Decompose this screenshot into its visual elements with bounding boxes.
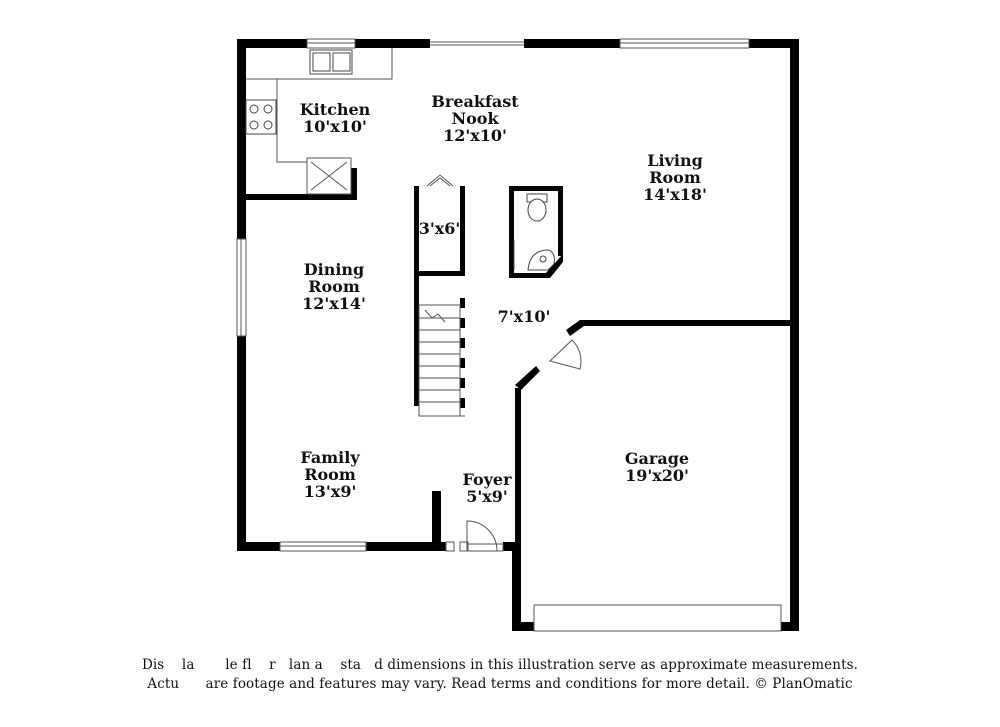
- breakfast-nook-name-1: Breakfast: [431, 92, 519, 111]
- hall-dims: 7'x10': [497, 307, 551, 326]
- family-room-name-1: Family: [300, 448, 360, 467]
- windows: [236, 38, 782, 632]
- breakfast-nook-label: Breakfast Nook 12'x10': [420, 93, 530, 144]
- kitchen-dims: 10'x10': [303, 117, 367, 136]
- pantry-label: 3'x6': [414, 220, 465, 237]
- dining-room-name-1: Dining: [303, 260, 365, 279]
- pantry-dims: 3'x6': [418, 219, 461, 238]
- kitchen-name: Kitchen: [299, 100, 371, 119]
- dining-room-label: Dining Room 12'x14': [284, 261, 384, 312]
- garage-label: Garage 19'x20': [607, 450, 707, 484]
- breakfast-nook-dims: 12'x10': [443, 126, 507, 145]
- family-room-name-2: Room: [304, 465, 356, 484]
- pantry-door: [426, 174, 454, 187]
- breakfast-nook-name-2: Nook: [451, 109, 499, 128]
- foyer-dims: 5'x9': [466, 487, 508, 506]
- living-room-name-1: Living: [647, 151, 703, 170]
- outer-walls: [237, 39, 799, 631]
- kitchen-fixtures: [245, 48, 393, 195]
- hall-label: 7'x10': [486, 308, 562, 325]
- living-room-dims: 14'x18': [643, 185, 707, 204]
- doors: [445, 339, 582, 552]
- living-room-name-2: Room: [649, 168, 701, 187]
- staircase: [418, 304, 465, 417]
- foyer-name: Foyer: [462, 470, 512, 489]
- garage-dims: 19'x20': [625, 466, 689, 485]
- bathroom-fixtures: [513, 193, 555, 271]
- family-room-label: Family Room 13'x9': [280, 449, 380, 500]
- disclaimer-line-1: Dis la le fl r lan a sta d dimensions in…: [141, 657, 859, 673]
- family-room-dims: 13'x9': [303, 482, 357, 501]
- kitchen-label: Kitchen 10'x10': [290, 101, 380, 135]
- disclaimer-line-2: Actu are footage and features may vary. …: [147, 676, 853, 692]
- garage-name: Garage: [624, 449, 690, 468]
- living-room-label: Living Room 14'x18': [625, 152, 725, 203]
- dining-room-name-2: Room: [308, 277, 360, 296]
- interior-walls: [237, 168, 799, 551]
- foyer-label: Foyer 5'x9': [447, 471, 527, 505]
- dining-room-dims: 12'x14': [302, 294, 366, 313]
